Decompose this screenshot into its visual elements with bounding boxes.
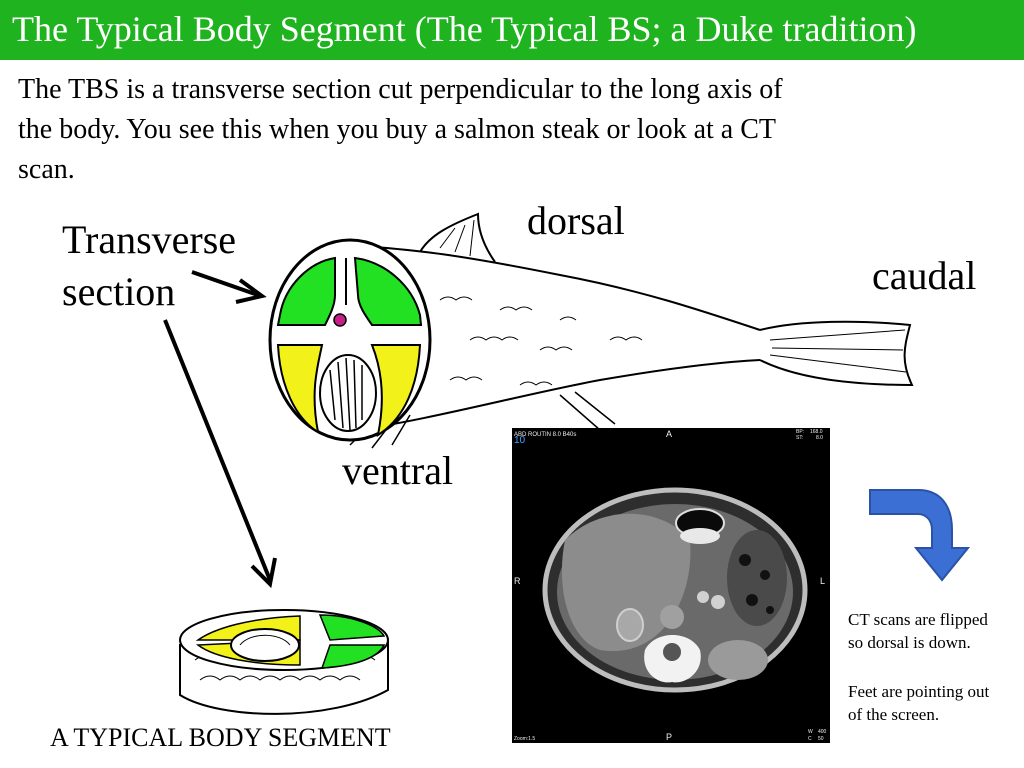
ct-scan-image: ABD ROUTIN 8.0 B40s 10 A P R L BP: 168.0…	[512, 428, 830, 743]
dorsal-muscle-left	[276, 256, 336, 326]
ct-zoom: Zoom:1.5	[514, 736, 535, 742]
transverse-label-line-2: section	[62, 269, 176, 314]
title-bar: The Typical Body Segment (The Typical BS…	[0, 0, 1024, 60]
intro-line-1: The TBS is a transverse section cut perp…	[18, 74, 783, 105]
caudal-label: caudal	[872, 253, 977, 298]
ventral-muscle-right	[370, 344, 422, 438]
ct-w-value: 400	[818, 729, 827, 735]
ct-st-value: 8.0	[816, 435, 823, 441]
body-segment-illustration	[179, 609, 389, 715]
ct-flip-note-line-2: so dorsal is down.	[848, 633, 971, 652]
ct-posterior-marker: P	[666, 732, 672, 742]
ct-right-marker: R	[514, 576, 521, 586]
feet-note-line-1: Feet are pointing out	[848, 682, 990, 701]
intro-paragraph: The TBS is a transverse section cut perp…	[18, 70, 978, 190]
curved-down-arrow-icon	[869, 489, 971, 582]
ct-c-label: C	[808, 736, 812, 742]
transverse-section-diagram	[268, 238, 432, 442]
segment-caption: A TYPICAL BODY SEGMENT	[50, 723, 391, 752]
transverse-label-line-1: Transverse	[62, 217, 237, 262]
dorsal-muscle-right	[353, 256, 423, 326]
ct-anterior-marker: A	[666, 429, 672, 439]
ct-flip-note-line-1: CT scans are flipped	[848, 610, 988, 629]
feet-note: Feet are pointing out of the screen.	[848, 680, 1020, 726]
ct-flip-note: CT scans are flipped so dorsal is down.	[848, 608, 1020, 654]
ct-header-left: ABD ROUTIN 8.0 B40s	[514, 432, 576, 438]
ct-bp-value: 168.0	[810, 429, 823, 435]
spinal-cord	[333, 313, 347, 327]
intro-line-3: scan.	[18, 154, 75, 185]
ct-w-label: W	[808, 729, 813, 735]
ventral-label: ventral	[342, 448, 454, 493]
ct-st-label: ST:	[796, 435, 803, 441]
intro-line-2: the body. You see this when you buy a sa…	[18, 114, 776, 145]
pointer-arrow-to-segment	[163, 319, 277, 589]
ct-c-value: 50	[818, 736, 824, 742]
slide-title: The Typical Body Segment (The Typical BS…	[12, 9, 917, 49]
ct-left-marker: L	[820, 576, 825, 586]
pointer-arrow-to-section	[191, 270, 267, 304]
transverse-section-label: Transverse section	[62, 214, 236, 318]
ct-slice-number: 10	[514, 435, 526, 446]
feet-note-line-2: of the screen.	[848, 705, 940, 724]
dorsal-label: dorsal	[527, 198, 625, 243]
ct-bp-label: BP:	[796, 429, 804, 435]
ventral-muscle-left	[276, 344, 324, 435]
fish-illustration	[344, 212, 914, 449]
